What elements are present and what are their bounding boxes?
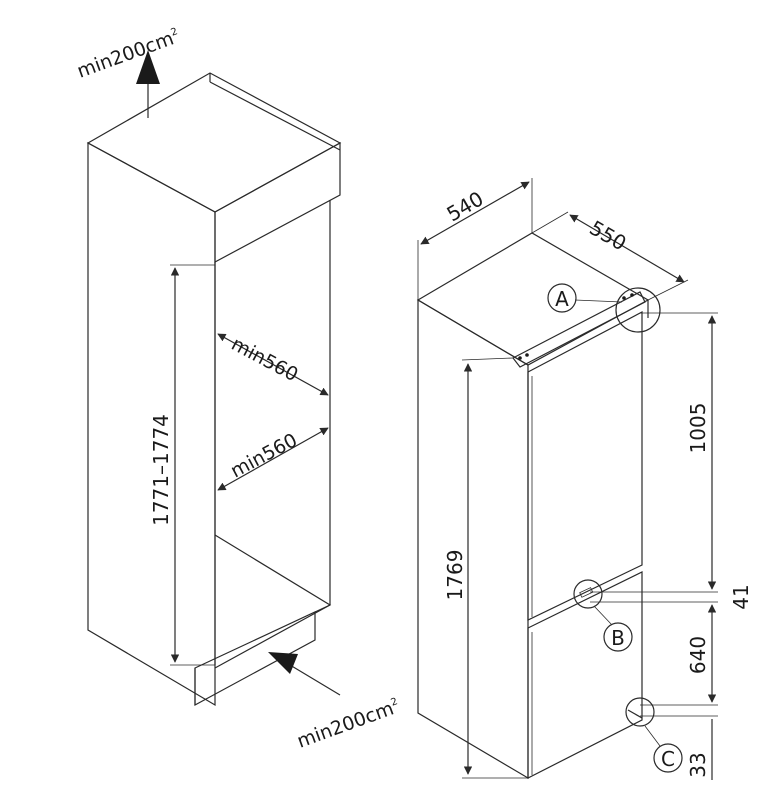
- width-upper-label: min560: [228, 333, 302, 386]
- appliance-top-rail: [512, 291, 646, 368]
- width-lower-label: min560: [227, 429, 301, 482]
- niche-height-dimension: 1771–1774: [149, 264, 215, 666]
- appliance-width-label: 540: [443, 186, 488, 226]
- appliance-upper-door: [527, 311, 643, 621]
- door-dimensions: 1005 41 640 33: [590, 312, 753, 780]
- appliance-width-dimension: 540: [417, 178, 533, 300]
- cabinet-header-board: [214, 141, 341, 264]
- vent-bottom-indicator: min200cm2: [268, 652, 402, 753]
- detail-marker-b: B: [573, 579, 633, 652]
- marker-a-label: A: [555, 287, 569, 311]
- upper-door-dimension-label: 1005: [686, 403, 710, 454]
- niche-width-upper: min560: [217, 333, 329, 396]
- cabinet-top-face: [86, 72, 342, 213]
- base-dimension-label: 33: [686, 752, 710, 777]
- vent-top-indicator: min200cm2: [74, 25, 182, 118]
- niche-height-label: 1771–1774: [149, 414, 173, 526]
- appliance-depth-label: 550: [586, 216, 631, 256]
- appliance-body: [416, 232, 650, 780]
- detail-marker-c: C: [625, 697, 683, 773]
- door-gap-dimension-label: 41: [729, 584, 753, 609]
- detail-marker-a: A: [547, 283, 661, 333]
- marker-b-label: B: [611, 626, 625, 650]
- niche-width-lower: min560: [217, 427, 329, 491]
- vent-bottom-label: min200cm2: [294, 695, 402, 752]
- appliance-lower-door: [527, 571, 643, 779]
- appliance-height-dimension: 1769: [443, 357, 528, 779]
- cabinet-plinth: [194, 611, 316, 707]
- niche-cabinet: [86, 72, 342, 707]
- arrow-diagonal-icon: [268, 652, 298, 674]
- cabinet-side-panel: [87, 141, 216, 707]
- arrow-up-icon: [136, 50, 160, 84]
- lower-door-dimension-label: 640: [686, 636, 710, 674]
- appliance-height-label: 1769: [443, 550, 467, 601]
- appliance-side-panel: [417, 298, 529, 780]
- vent-top-label: min200cm2: [74, 25, 182, 82]
- appliance-top-face: [416, 232, 650, 366]
- marker-c-label: C: [661, 747, 675, 771]
